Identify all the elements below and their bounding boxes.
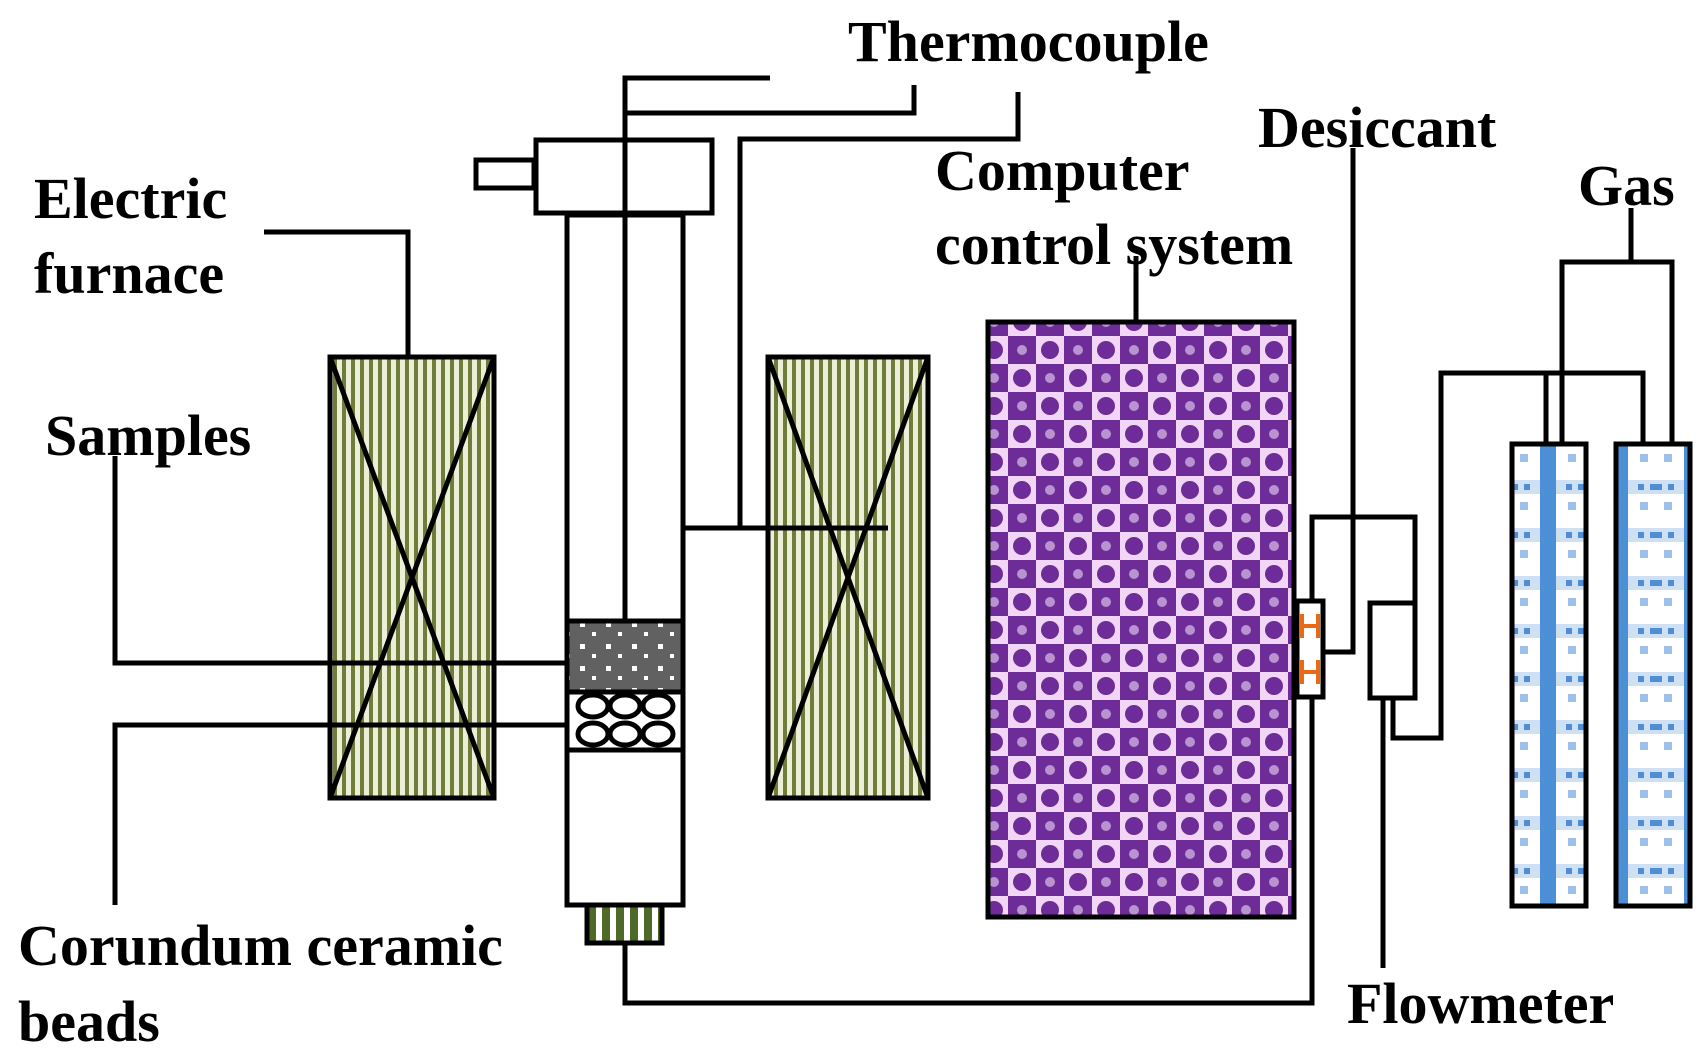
flowmeter xyxy=(1367,600,1418,701)
electric-furnace-label-line1: Electric xyxy=(34,166,228,231)
computer-label-line2: control system xyxy=(935,212,1294,277)
corundum-label-line1: Corundum ceramic xyxy=(18,913,503,978)
samples-block xyxy=(564,618,686,695)
gas-label: Gas xyxy=(1578,153,1675,218)
gas-cylinder-1 xyxy=(1509,441,1589,909)
furnace-right xyxy=(765,354,931,801)
gas-cylinder-2 xyxy=(1613,441,1693,909)
thermocouple-label: Thermocouple xyxy=(848,9,1209,74)
desiccant xyxy=(1294,598,1326,700)
computer-control-system xyxy=(985,319,1297,920)
thermocouple-probe xyxy=(622,75,917,621)
desiccant-label: Desiccant xyxy=(1258,95,1497,160)
bottom-cap xyxy=(584,902,665,946)
furnace-left xyxy=(327,354,497,801)
reactor-tube xyxy=(473,137,715,908)
furnace-thermocouple xyxy=(683,92,1021,531)
corundum-leader xyxy=(112,722,567,905)
computer-label-line1: Computer xyxy=(935,138,1190,203)
corundum-label-line2: beads xyxy=(18,989,160,1054)
flowmeter-label: Flowmeter xyxy=(1347,971,1615,1036)
electric-furnace-leader xyxy=(264,229,411,357)
electric-furnace-label-line2: furnace xyxy=(34,241,225,306)
samples-label: Samples xyxy=(45,403,252,468)
ceramic-beads xyxy=(564,689,686,753)
gas-piping xyxy=(622,148,1675,1006)
samples-leader xyxy=(112,456,567,666)
